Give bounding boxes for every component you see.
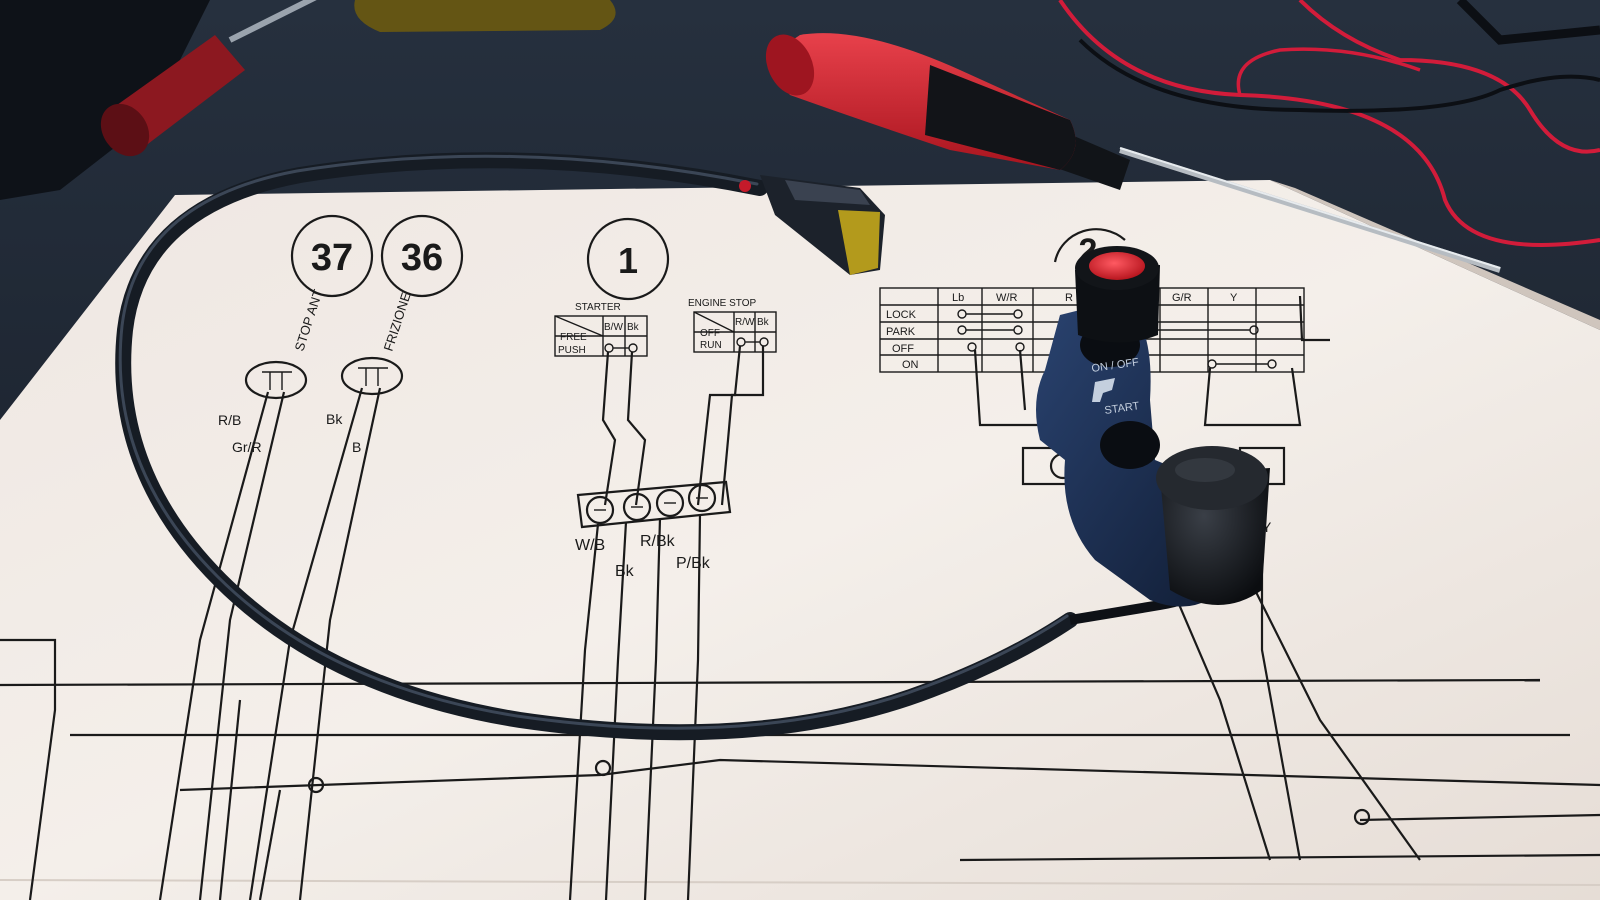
svg-text:ENGINE STOP: ENGINE STOP — [688, 298, 756, 309]
svg-text:G/R: G/R — [1172, 292, 1192, 304]
svg-text:ON: ON — [902, 359, 919, 371]
red-screwdriver — [765, 33, 1501, 273]
cable-connector-plug — [739, 175, 885, 275]
svg-text:R: R — [1065, 292, 1073, 304]
cloth — [0, 0, 210, 200]
svg-text:PUSH: PUSH — [558, 345, 586, 356]
small-screwdriver — [100, 0, 317, 157]
svg-text:PARK: PARK — [886, 326, 916, 338]
svg-text:OFF: OFF — [700, 328, 720, 339]
wire-label-rb: R/B — [218, 412, 241, 428]
paper-shadow-edge — [1270, 180, 1600, 330]
svg-text:R/W: R/W — [735, 317, 755, 328]
wire-label-bk: Bk — [326, 411, 343, 427]
loose-wires — [1058, 0, 1600, 247]
svg-text:W/R: W/R — [996, 292, 1017, 304]
wire-label-b: B — [352, 439, 361, 455]
badge-37: 37 — [290, 214, 374, 298]
svg-text:FREE: FREE — [560, 332, 587, 343]
svg-text:37: 37 — [311, 237, 353, 279]
badge-1: 1 — [586, 217, 670, 301]
engine-stop-table: ENGINE STOP R/W Bk OFF RUN — [688, 298, 777, 353]
badge-36: 36 — [380, 214, 464, 298]
wire-label-y: Y — [1262, 519, 1272, 535]
brand-logo-icon — [1092, 378, 1115, 402]
black-push-button — [1156, 446, 1270, 605]
wire-label-bk-center: Bk — [615, 563, 635, 580]
wire-label-grr: Gr/R — [232, 439, 262, 455]
connector-block — [576, 480, 732, 529]
svg-text:Bk: Bk — [757, 317, 770, 328]
frizione-switch-symbol — [340, 356, 404, 396]
start-engraving: START — [1104, 400, 1141, 417]
handlebar-switch: ON / OFF START — [1036, 246, 1270, 607]
schematic-paper — [0, 180, 1600, 900]
red-push-button — [1075, 246, 1160, 343]
svg-text:LOCK: LOCK — [886, 309, 917, 321]
svg-text:36: 36 — [401, 237, 443, 279]
yellow-handle — [354, 0, 616, 32]
wire-label-wb: W/B — [575, 537, 605, 554]
svg-text:B/W: B/W — [604, 322, 623, 333]
svg-text:Lb: Lb — [952, 292, 964, 304]
svg-text:RUN: RUN — [700, 340, 722, 351]
svg-text:STARTER: STARTER — [575, 302, 621, 313]
svg-text:Bk: Bk — [627, 322, 640, 333]
wire-label-rbk: R/Bk — [640, 533, 676, 550]
svg-text:1: 1 — [618, 240, 638, 281]
wire-label-pbk: P/Bk — [676, 555, 711, 572]
stop-ant-switch-symbol — [244, 360, 308, 400]
svg-text:OFF: OFF — [892, 343, 914, 355]
starter-table: STARTER B/W Bk FREE PUSH — [554, 302, 648, 357]
svg-text:Y: Y — [1230, 292, 1238, 304]
paper-fold — [0, 879, 1600, 886]
